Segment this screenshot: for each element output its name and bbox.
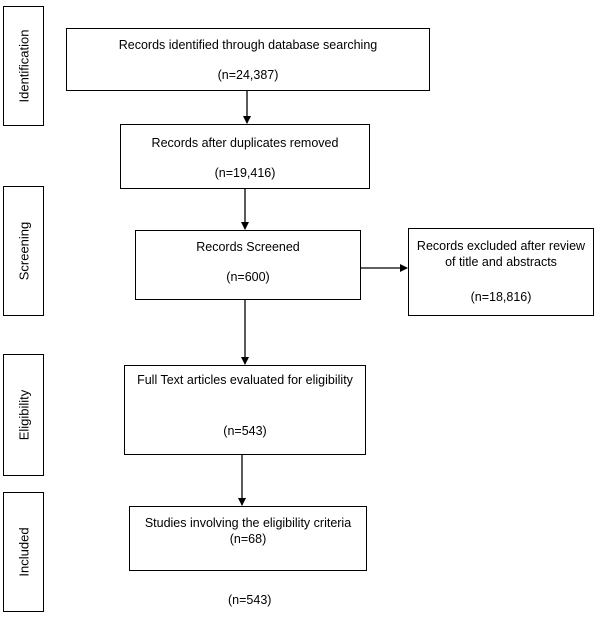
records-excluded-box: Records excluded after review of title a… [408, 228, 594, 316]
full-text-count: (n=543) [223, 424, 267, 438]
full-text-title: Full Text articles evaluated for eligibi… [137, 373, 353, 387]
records-screened-count: (n=600) [226, 270, 270, 284]
records-excluded-count: (n=18,816) [470, 290, 532, 304]
phase-included: Included [3, 492, 44, 612]
duplicates-removed-title: Records after duplicates removed [151, 136, 339, 150]
records-identified-count: (n=24,387) [217, 68, 279, 82]
records-identified-title: Records identified through database sear… [118, 38, 378, 52]
records-identified-box: Records identified through database sear… [66, 28, 430, 91]
full-text-box: Full Text articles evaluated for eligibi… [124, 365, 366, 455]
phase-screening: Screening [3, 186, 44, 316]
phase-identification: Identification [3, 6, 44, 126]
records-excluded-title: Records excluded after review of title a… [416, 239, 586, 270]
records-screened-title: Records Screened [196, 240, 300, 254]
phase-eligibility: Eligibility [3, 354, 44, 476]
studies-included-count: (n=68) [229, 532, 267, 546]
footnote-count: (n=543) [228, 593, 272, 607]
duplicates-removed-count: (n=19,416) [214, 166, 276, 180]
duplicates-removed-box: Records after duplicates removed (n=19,4… [120, 124, 370, 189]
records-screened-box: Records Screened (n=600) [135, 230, 361, 300]
studies-included-box: Studies involving the eligibility criter… [129, 506, 367, 571]
studies-included-title: Studies involving the eligibility criter… [144, 516, 352, 530]
